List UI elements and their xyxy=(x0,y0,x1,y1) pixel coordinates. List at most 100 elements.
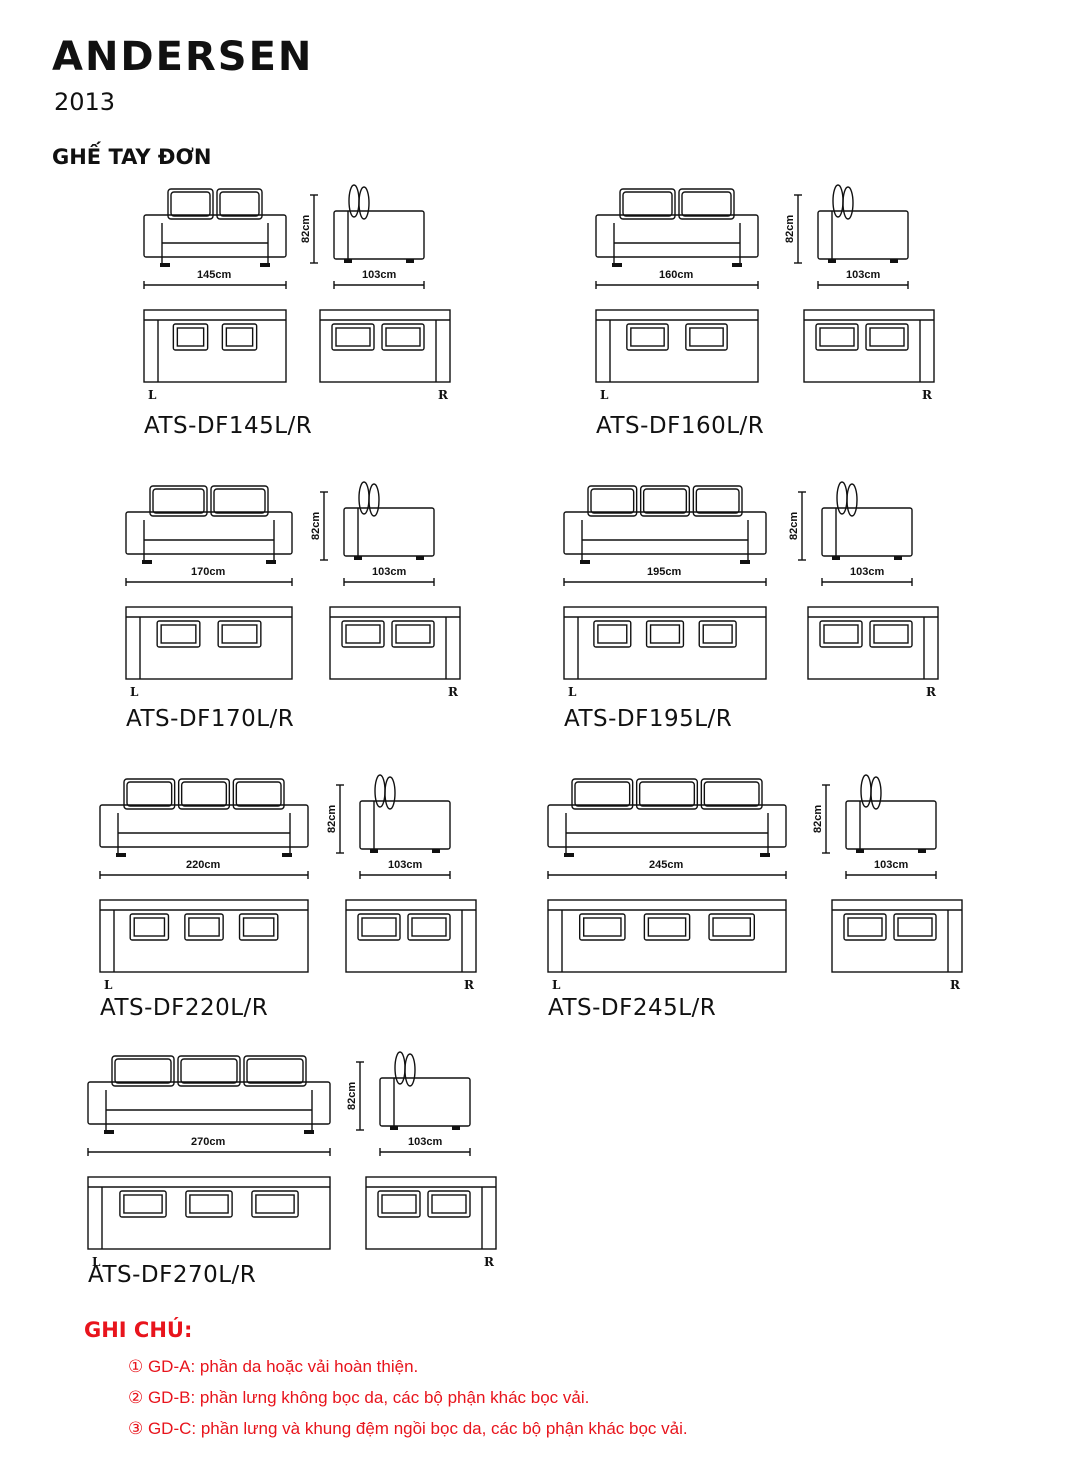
side-view xyxy=(821,481,913,560)
notes-title: GHI CHÚ: xyxy=(84,1318,193,1342)
top-pillow xyxy=(643,913,691,941)
top-pillow xyxy=(708,913,756,941)
top-pillow xyxy=(129,913,170,941)
width-dimension: 270cm xyxy=(191,1136,226,1148)
back-cushion xyxy=(243,1055,307,1087)
depth-dimension: 103cm xyxy=(850,566,885,578)
sofa-drawing xyxy=(547,774,963,973)
width-dimension: 245cm xyxy=(649,859,684,871)
note-item: ② GD-B: phần lưng không bọc da, các bộ p… xyxy=(128,1388,590,1407)
back-cushion xyxy=(177,778,231,810)
top-view-right xyxy=(807,606,939,680)
right-label: R xyxy=(922,388,932,402)
top-view-right xyxy=(319,309,451,383)
model-code: ATS-DF245L/R xyxy=(548,995,717,1021)
depth-dimension: 103cm xyxy=(846,269,881,281)
top-view-left xyxy=(143,309,287,383)
back-cushion xyxy=(210,485,269,517)
top-pillow xyxy=(626,323,669,351)
front-view xyxy=(143,188,287,267)
sofa-drawing xyxy=(143,184,451,383)
front-view xyxy=(87,1055,331,1134)
top-view-right xyxy=(329,606,461,680)
height-dimension: 82cm xyxy=(326,804,338,833)
top-pillow xyxy=(593,620,632,648)
top-view-left xyxy=(87,1176,331,1250)
width-dimension: 220cm xyxy=(186,859,221,871)
page-title: ANDERSEN xyxy=(52,34,314,80)
height-dimension: 82cm xyxy=(300,214,312,243)
back-cushion xyxy=(149,485,208,517)
height-dimension: 82cm xyxy=(784,214,796,243)
note-item: ③ GD-C: phần lưng và khung đệm ngồi bọc … xyxy=(128,1419,688,1438)
top-view-right xyxy=(831,899,963,973)
top-pillow xyxy=(184,913,224,941)
back-cushion xyxy=(619,188,676,220)
top-view-left xyxy=(99,899,309,973)
right-label: R xyxy=(438,388,448,402)
top-pillow xyxy=(251,1190,299,1218)
section-title: GHẾ TAY ĐƠN xyxy=(52,145,212,169)
top-pillow xyxy=(698,620,737,648)
height-dimension: 82cm xyxy=(788,511,800,540)
side-view xyxy=(343,481,435,560)
back-cushion xyxy=(692,485,743,517)
top-view-right xyxy=(803,309,935,383)
top-pillow xyxy=(185,1190,233,1218)
back-cushion xyxy=(587,485,638,517)
top-pillow xyxy=(579,913,626,941)
front-view xyxy=(563,485,767,564)
side-view xyxy=(845,774,937,853)
back-cushion xyxy=(167,188,214,220)
height-dimension: 82cm xyxy=(346,1081,358,1110)
back-cushion xyxy=(216,188,263,220)
top-pillow xyxy=(156,620,201,648)
back-cushion xyxy=(232,778,285,810)
left-label: L xyxy=(92,1255,101,1269)
top-view-right xyxy=(345,899,477,973)
right-label: R xyxy=(950,978,960,992)
model-code: ATS-DF270L/R xyxy=(88,1262,257,1288)
left-label: L xyxy=(552,978,561,992)
width-dimension: 170cm xyxy=(191,566,226,578)
front-view xyxy=(595,188,759,267)
right-label: R xyxy=(926,685,936,699)
front-view xyxy=(99,778,309,857)
top-view-left xyxy=(125,606,293,680)
back-cushion xyxy=(177,1055,241,1087)
model-code: ATS-DF220L/R xyxy=(100,995,269,1021)
top-pillow xyxy=(217,620,262,648)
right-label: R xyxy=(448,685,458,699)
side-view xyxy=(333,184,425,263)
front-view xyxy=(547,778,787,857)
side-view xyxy=(359,774,451,853)
depth-dimension: 103cm xyxy=(874,859,909,871)
depth-dimension: 103cm xyxy=(408,1136,443,1148)
back-cushion xyxy=(571,778,634,810)
top-view-right xyxy=(365,1176,497,1250)
model-code: ATS-DF195L/R xyxy=(564,706,733,732)
left-label: L xyxy=(568,685,577,699)
sofa-drawing xyxy=(87,1051,497,1250)
top-view-left xyxy=(595,309,759,383)
right-label: R xyxy=(484,1255,494,1269)
top-pillow xyxy=(645,620,685,648)
width-dimension: 145cm xyxy=(197,269,232,281)
sofa-drawing xyxy=(99,774,477,973)
top-view-left xyxy=(547,899,787,973)
back-cushion xyxy=(700,778,763,810)
left-label: L xyxy=(148,388,157,402)
depth-dimension: 103cm xyxy=(362,269,397,281)
left-label: L xyxy=(104,978,113,992)
model-code: ATS-DF160L/R xyxy=(596,413,765,439)
back-cushion xyxy=(111,1055,175,1087)
height-dimension: 82cm xyxy=(812,804,824,833)
top-pillow xyxy=(221,323,258,351)
width-dimension: 160cm xyxy=(659,269,694,281)
page-year: 2013 xyxy=(54,88,116,116)
sofa-drawing xyxy=(563,481,939,680)
top-pillow xyxy=(172,323,209,351)
top-view-left xyxy=(563,606,767,680)
left-label: L xyxy=(600,388,609,402)
model-code: ATS-DF145L/R xyxy=(144,413,313,439)
